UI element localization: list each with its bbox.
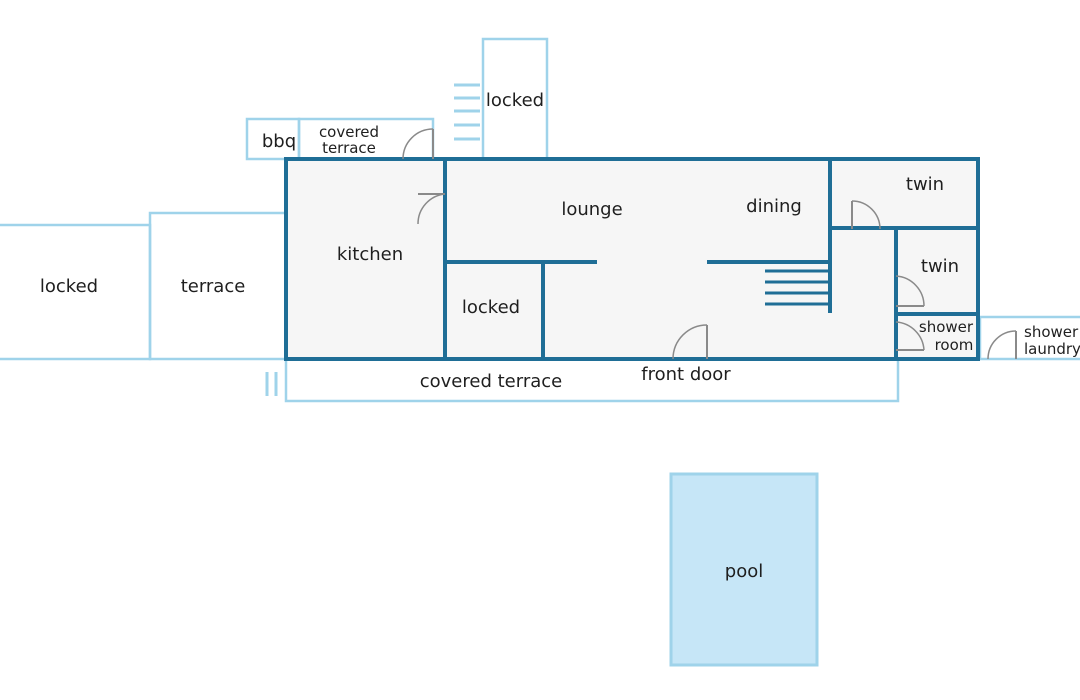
label-locked-top: locked (486, 90, 544, 111)
covered-terrace-door (402, 128, 434, 160)
label-front-door: front door (641, 364, 731, 385)
label-covered-terrace-top-2: terrace (322, 139, 376, 157)
label-kitchen: kitchen (337, 244, 403, 265)
twin-2-door (895, 275, 925, 307)
label-shower-laundry-1: shower (1024, 323, 1079, 341)
label-twin-2: twin (921, 256, 959, 277)
label-lounge: lounge (561, 199, 622, 220)
interior-walls (443, 159, 978, 359)
label-terrace: terrace (181, 276, 246, 297)
front-door (672, 324, 708, 360)
top-stairs (454, 83, 480, 141)
kitchen-door (417, 193, 446, 225)
label-shower-laundry-2: laundry (1024, 340, 1080, 358)
label-shower-room-2: room (935, 336, 974, 354)
room-labels: locked terrace bbq covered terrace locke… (40, 90, 1080, 582)
label-covered-terrace-bottom: covered terrace (420, 371, 562, 392)
label-dining: dining (746, 196, 802, 217)
label-twin-1: twin (906, 174, 944, 195)
twin-door (851, 200, 881, 230)
pool (669, 472, 819, 667)
label-pool: pool (725, 561, 763, 582)
shower-room-door (895, 321, 925, 351)
label-covered-terrace-top-1: covered (319, 123, 379, 141)
shower-laundry-door (987, 330, 1017, 360)
interior-stairs (765, 269, 828, 306)
label-bbq: bbq (262, 131, 296, 152)
label-locked-left: locked (40, 276, 98, 297)
covered-terrace-bottom-area (284, 357, 900, 403)
label-locked-center: locked (462, 297, 520, 318)
main-building (284, 157, 980, 361)
side-steps (265, 372, 278, 396)
label-shower-room-1: shower (919, 318, 974, 336)
doors (402, 128, 1017, 360)
